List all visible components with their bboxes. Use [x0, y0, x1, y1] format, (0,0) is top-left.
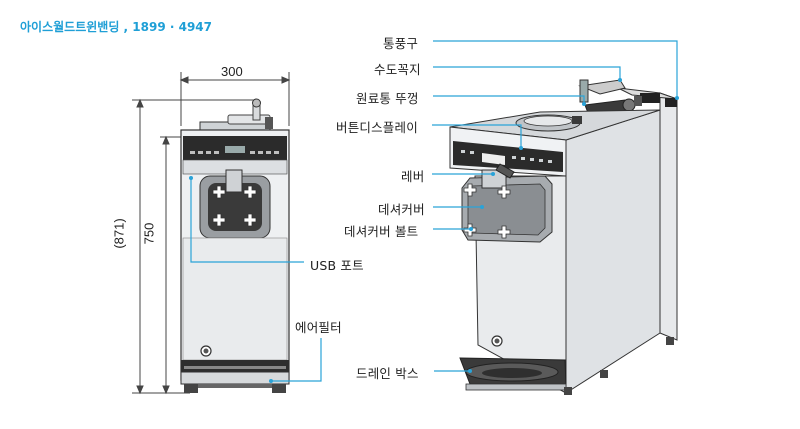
- total-height-dimension-label: (871): [111, 218, 127, 249]
- lever-label: 레버: [401, 169, 425, 184]
- air-filter-label: 에어필터: [295, 320, 342, 335]
- brand-separator: ,: [119, 20, 133, 34]
- brand-header: 아이스월드트윈밴딩 , 1899 · 4947: [20, 18, 212, 35]
- width-dimension-label: 300: [221, 64, 243, 79]
- button-display-label: 버튼디스플레이: [336, 120, 418, 135]
- usb-port-label: USB 포트: [310, 258, 364, 273]
- mix-lid-label: 원료통 뚜껑: [356, 91, 419, 106]
- width-dimension: [179, 72, 291, 126]
- height-dimension: [132, 98, 255, 395]
- brand-name: 아이스월드트윈밴딩: [20, 20, 120, 34]
- front-view: [132, 72, 322, 395]
- drain-box-label: 드레인 박스: [356, 366, 419, 381]
- dispenser-bolt-label: 데셔커버 볼트: [344, 224, 419, 239]
- height-dimension-label: 750: [141, 222, 157, 245]
- brand-phone: 1899 · 4947: [132, 20, 213, 34]
- vent-label: 통풍구: [383, 36, 419, 51]
- side-view: [432, 40, 679, 395]
- dispenser-cover-label: 데셔커버: [378, 202, 425, 217]
- water-tap-label: 수도꼭지: [374, 62, 421, 77]
